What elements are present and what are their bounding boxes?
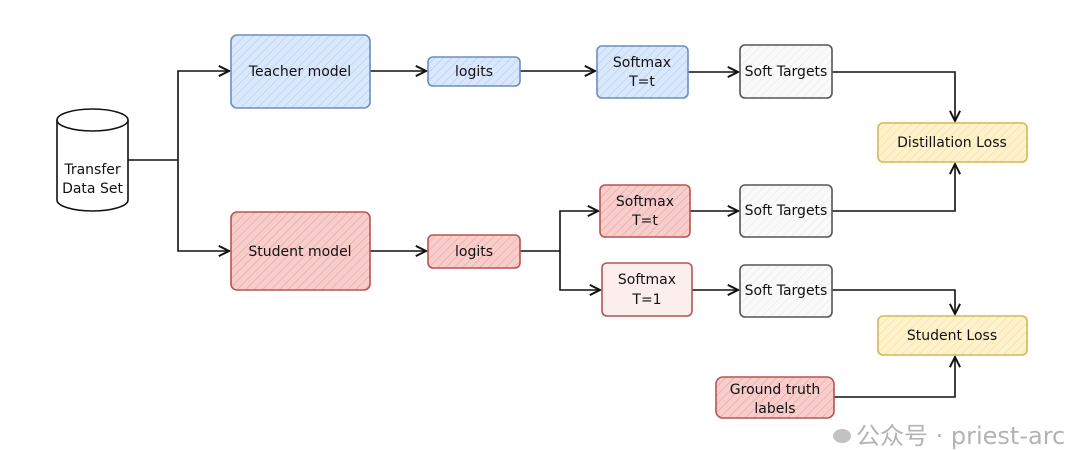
edge-softtargets-distill bbox=[832, 71, 955, 121]
teacher-logits-label: logits bbox=[455, 64, 493, 80]
distillation-loss-node: Distillation Loss bbox=[877, 122, 1028, 163]
teacher-model-label: Teacher model bbox=[248, 64, 351, 80]
teacher-model-node: Teacher model bbox=[230, 34, 371, 109]
student-softmax-1-temp: T=1 bbox=[631, 292, 661, 308]
edge-groundtruth-studentloss bbox=[834, 357, 955, 398]
student-model-label: Student model bbox=[248, 244, 351, 260]
dataset-cylinder: Transfer Data Set bbox=[56, 108, 129, 212]
ground-truth-node: Ground truth labels bbox=[715, 376, 835, 419]
dataset-label-2: Data Set bbox=[62, 181, 123, 197]
student-loss-label: Student Loss bbox=[907, 328, 997, 344]
edge-dataset-student bbox=[177, 160, 229, 251]
edge-logits-softmax-t bbox=[520, 211, 598, 252]
edge-dataset-teacher bbox=[177, 71, 229, 160]
teacher-softmax-temp: T=t bbox=[628, 74, 655, 90]
watermark: 公众号 · priest-arc bbox=[833, 422, 1065, 450]
student-loss-node: Student Loss bbox=[877, 315, 1028, 356]
student-soft-targets-1-label: Soft Targets bbox=[745, 283, 828, 299]
dataset-label-1: Transfer bbox=[63, 162, 121, 178]
student-soft-targets-1-node: Soft Targets bbox=[739, 264, 833, 318]
student-softmax-t-temp: T=t bbox=[631, 213, 658, 229]
student-softmax-t-node: Softmax T=t bbox=[599, 184, 691, 238]
student-softmax-1-label: Softmax bbox=[618, 272, 676, 288]
distillation-loss-label: Distillation Loss bbox=[897, 135, 1007, 151]
edges bbox=[128, 71, 955, 398]
student-logits-label: logits bbox=[455, 244, 493, 260]
student-model-node: Student model bbox=[230, 211, 371, 291]
student-soft-targets-t-node: Soft Targets bbox=[739, 184, 833, 238]
edge-softtargets-1-studentloss bbox=[832, 289, 955, 314]
teacher-soft-targets-label: Soft Targets bbox=[745, 64, 828, 80]
teacher-softmax-node: Softmax T=t bbox=[596, 45, 689, 99]
student-softmax-t-label: Softmax bbox=[616, 194, 674, 210]
ground-truth-label-2: labels bbox=[754, 401, 795, 417]
watermark-text: 公众号 · priest-arc bbox=[856, 422, 1065, 450]
wechat-icon bbox=[833, 429, 851, 443]
teacher-soft-targets-node: Soft Targets bbox=[739, 44, 833, 99]
student-softmax-1-node: Softmax T=1 bbox=[601, 262, 693, 317]
student-soft-targets-t-label: Soft Targets bbox=[745, 203, 828, 219]
teacher-logits-node: logits bbox=[427, 56, 521, 87]
edge-softtargets-t-distill bbox=[832, 164, 955, 212]
edge-logits-softmax-1 bbox=[559, 251, 600, 290]
student-logits-node: logits bbox=[427, 234, 521, 269]
teacher-softmax-label: Softmax bbox=[613, 55, 671, 71]
ground-truth-label-1: Ground truth bbox=[730, 382, 820, 398]
